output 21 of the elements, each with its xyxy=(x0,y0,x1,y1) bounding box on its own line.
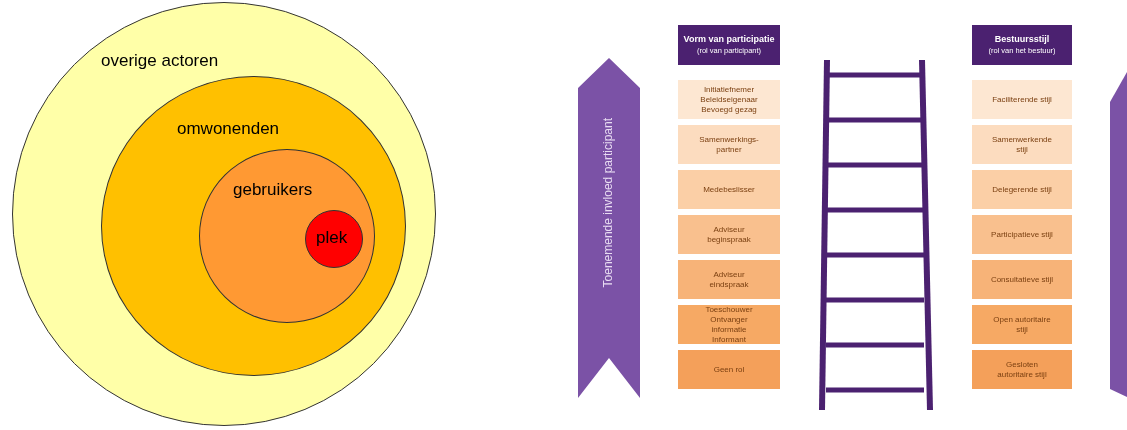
zone-label: plek xyxy=(316,228,348,248)
style-card: Samenwerkende stijl xyxy=(972,125,1072,164)
role-card: Geen rol xyxy=(678,350,780,389)
style-card: Open autoritaire stijl xyxy=(972,305,1072,344)
role-card: Toeschouwer Ontvanger informatie Informant xyxy=(678,305,780,344)
zone-label: gebruikers xyxy=(233,180,313,200)
style-card: Participatieve stijl xyxy=(972,215,1072,254)
banner-label: Toenemende invloed participant xyxy=(601,118,615,288)
role-card: Adviseur eindspraak xyxy=(678,260,780,299)
zone-label: overige actoren xyxy=(101,51,219,71)
arrow-banner xyxy=(1110,72,1127,397)
zone-label: omwonenden xyxy=(177,119,280,139)
style-card: Consultatieve stijl xyxy=(972,260,1072,299)
role-card: Adviseur beginspraak xyxy=(678,215,780,254)
arrow-banner xyxy=(578,58,640,398)
style-card: Delegerende stijl xyxy=(972,170,1072,209)
role-card: Medebeslisser xyxy=(678,170,780,209)
style-card: Gesloten autoritaire stijl xyxy=(972,350,1072,389)
style-card: Faciliterende stijl xyxy=(972,80,1072,119)
role-card: Samenwerkings- partner xyxy=(678,125,780,164)
role-card: Initiatiefnemer Beleidseigenaar Bevoegd gezag xyxy=(678,80,780,119)
